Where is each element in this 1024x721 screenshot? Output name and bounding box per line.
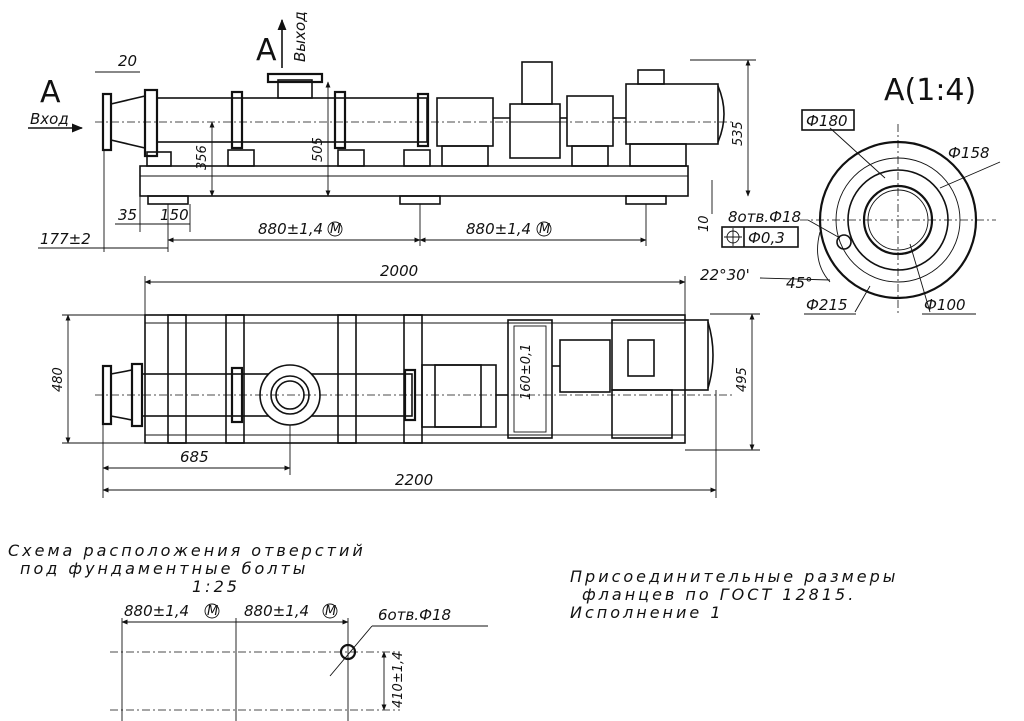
dim-880-b: 880±1,4	[466, 220, 531, 238]
dim-495: 495	[735, 367, 750, 392]
flange-angle-2: 45°	[786, 274, 813, 292]
scheme-dim-880-b: 880±1,4	[244, 602, 309, 620]
dim-880-a: 880±1,4	[258, 220, 323, 238]
dim-2000: 2000	[380, 262, 418, 280]
scheme-title-line2: под фундаментные болты	[20, 559, 308, 578]
tol-mark-a: M	[330, 222, 341, 237]
scheme-tol-mark-b: M	[325, 604, 336, 619]
dim-20: 20	[118, 52, 137, 70]
flange-d100: Ф100	[924, 296, 966, 314]
dim-150: 150	[160, 206, 189, 224]
section-label-top: А	[256, 33, 277, 68]
view-label: А(1:4)	[884, 73, 976, 108]
inlet-label: Вход	[30, 110, 69, 128]
dim-177: 177±2	[40, 230, 91, 248]
scheme-bolt-holes: 6отв.Ф18	[378, 606, 451, 624]
bolt-hole-scheme	[110, 618, 488, 721]
scheme-title-line1: Схема расположения отверстий	[8, 541, 366, 560]
dim-505: 505	[311, 137, 326, 162]
flange-note-line1: Присоединительные размеры	[570, 567, 898, 586]
front-view	[95, 61, 735, 205]
scheme-scale: 1:25	[192, 577, 240, 596]
flange-d215: Ф215	[806, 296, 848, 314]
dim-2200: 2200	[395, 471, 433, 489]
flange-angle-1: 22°30'	[700, 266, 750, 284]
dim-685: 685	[180, 448, 209, 466]
flange-holes: 8отв.Ф18	[728, 208, 801, 226]
flange-d158: Ф158	[948, 144, 990, 162]
tol-mark-b: M	[539, 222, 550, 237]
flange-note-line2: фланцев по ГОСТ 12815.	[582, 585, 856, 604]
dim-535: 535	[731, 121, 746, 146]
plan-view	[95, 314, 735, 444]
dim-160: 160±0,1	[519, 344, 534, 400]
position-tolerance: Ф0,3	[748, 229, 785, 247]
dim-10: 10	[697, 215, 712, 232]
outlet-label: Выход	[291, 11, 309, 62]
scheme-dim-880-a: 880±1,4	[124, 602, 189, 620]
flange-d180: Ф180	[806, 112, 848, 130]
dim-356: 356	[195, 145, 210, 170]
dim-35: 35	[118, 206, 137, 224]
dim-480: 480	[51, 367, 66, 392]
scheme-dim-410: 410±1,4	[391, 652, 406, 708]
section-label-left: А	[40, 75, 61, 110]
scheme-tol-mark-a: M	[207, 604, 218, 619]
flange-view	[759, 124, 1001, 316]
flange-note-line3: Исполнение 1	[570, 603, 724, 622]
